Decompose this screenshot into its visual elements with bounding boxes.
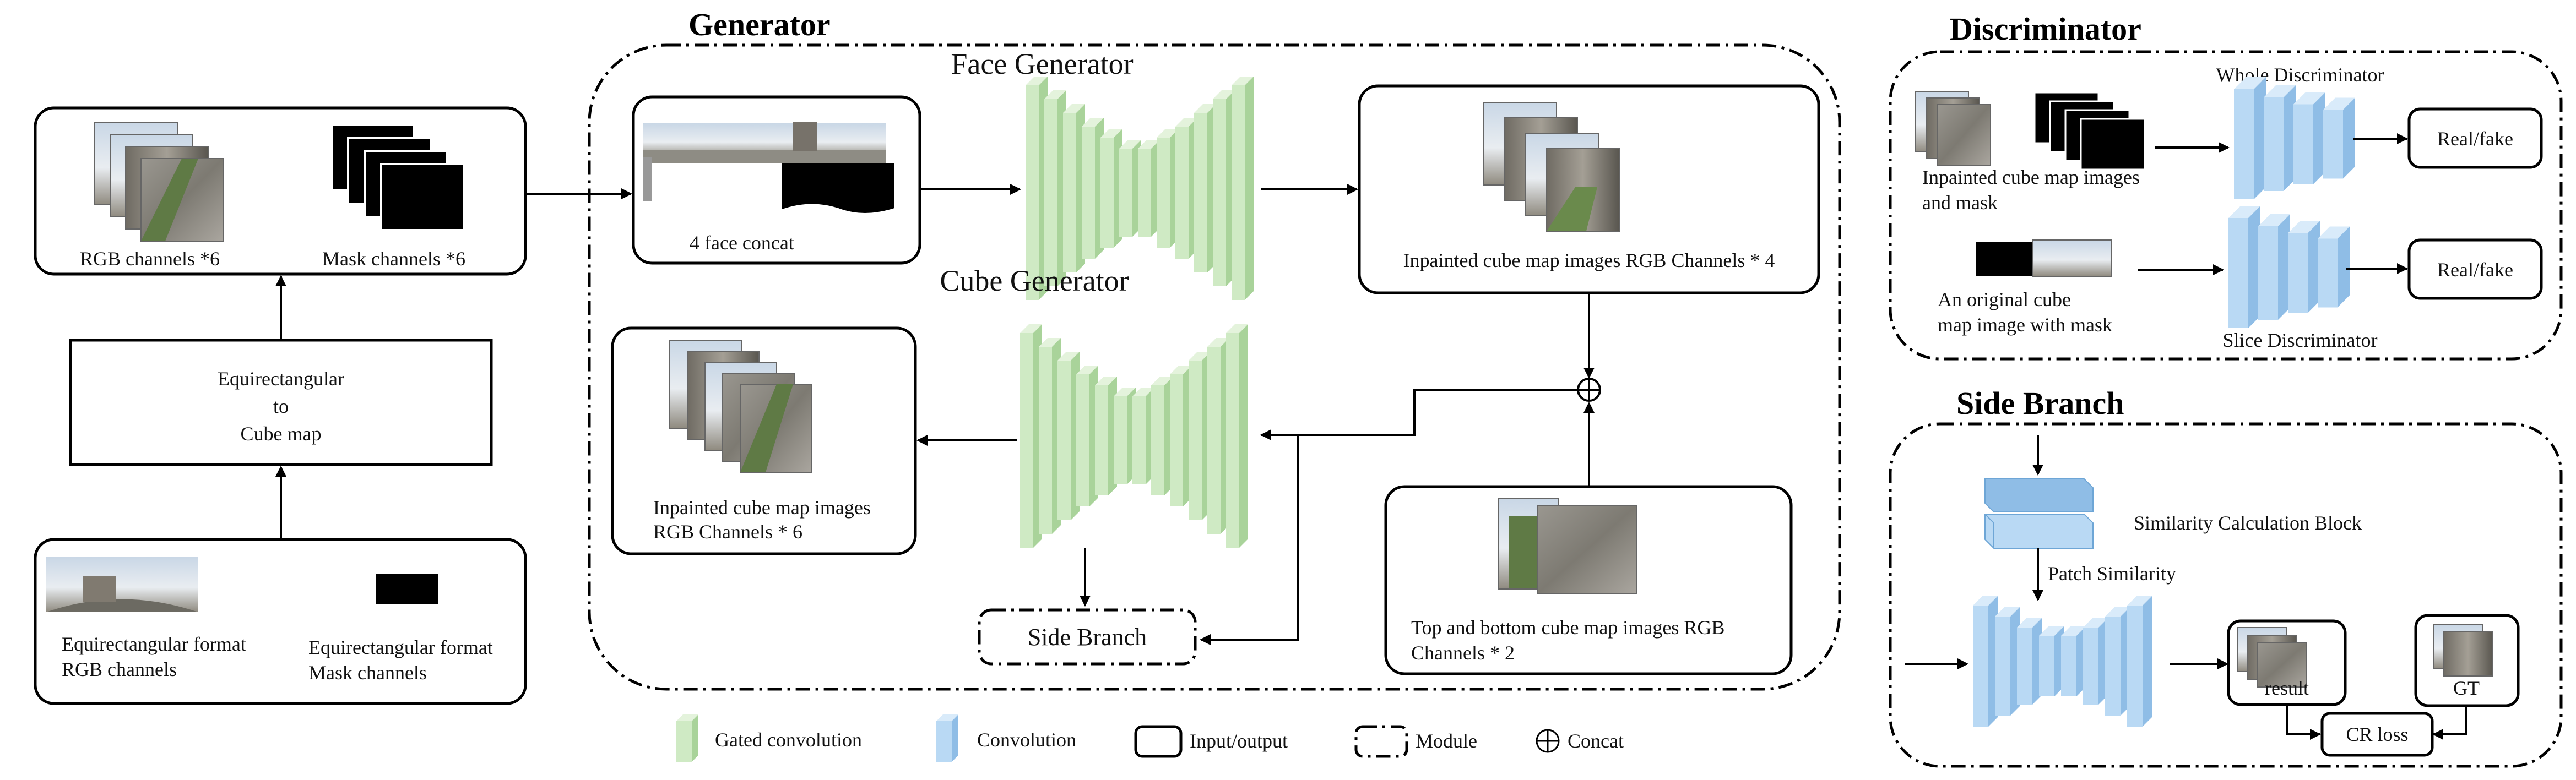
- legend: Gated convolution Convolution Input/outp…: [676, 714, 1624, 762]
- discriminator-section-title: Discriminator: [1950, 11, 2141, 47]
- convert-line-2: to: [273, 395, 289, 417]
- equirect-mask-label-2: Mask channels: [308, 662, 427, 684]
- cube-output-image: [669, 340, 812, 473]
- face-gen-net-layer: [1232, 77, 1254, 300]
- discriminator-module: [1889, 50, 2563, 361]
- equirect-mask-image: [376, 574, 438, 604]
- slice-input-label-2: map image with mask: [1938, 314, 2112, 336]
- face-concat-label: 4 face concat: [690, 232, 794, 254]
- cube-gen-net-layer: [1226, 324, 1248, 548]
- side-branch-module: [1889, 422, 2563, 768]
- legend-module-swatch: [1354, 725, 1408, 758]
- legend-conv-label: Convolution: [977, 729, 1076, 751]
- topbottom-label-1: Top and bottom cube map images RGB: [1411, 617, 1724, 639]
- generator-module: [588, 43, 1841, 691]
- face-output-image: [1483, 102, 1620, 232]
- side-branch-network: [1973, 596, 2152, 727]
- whole-realfake-box: [2407, 107, 2543, 169]
- arrow-concat-to-cube-gen: [1260, 389, 1578, 440]
- whole-disc-net-layer: [2323, 97, 2355, 179]
- mask-stack-image: [330, 123, 465, 231]
- slice-realfake-box: [2407, 238, 2543, 300]
- face-generator-title: Face Generator: [951, 47, 1133, 80]
- whole-disc-net-layer: [2293, 92, 2325, 184]
- side-branch-module-label: Side Branch: [1028, 624, 1147, 651]
- whole-disc-net-layer: [2264, 85, 2296, 191]
- convert-line-1: Equirectangular: [218, 368, 344, 390]
- side-net-layer: [1973, 596, 1998, 727]
- side-net-layer: [2105, 607, 2130, 716]
- face-concat-image: [643, 122, 894, 213]
- cube-gen-net-layer: [1170, 366, 1192, 506]
- side-net-layer: [2127, 596, 2152, 727]
- mask-channels-label: Mask channels *6: [322, 248, 465, 270]
- slice-input-image: [1976, 239, 2112, 277]
- side-net-layer: [2017, 618, 2042, 705]
- whole-input-images: [1915, 91, 2146, 171]
- slice-disc-net-layer: [2318, 226, 2350, 308]
- legend-conv-swatch: [936, 714, 958, 762]
- whole-input-label-1: Inpainted cube map images: [1922, 166, 2140, 188]
- result-label: result: [2265, 677, 2309, 699]
- side-net-layer: [2039, 626, 2064, 696]
- side-net-layer: [2061, 626, 2086, 696]
- cube-output-label-1: Inpainted cube map images: [653, 497, 871, 519]
- similarity-block-icon: [1984, 478, 2094, 549]
- cube-gen-net-layer: [1151, 377, 1173, 495]
- face-generator-network: [1026, 77, 1254, 300]
- topbottom-image: [1498, 498, 1637, 594]
- arrow-to-side-branch-right: [1200, 435, 1299, 645]
- similarity-block-label: Similarity Calculation Block: [2134, 512, 2362, 534]
- legend-io-label: Input/output: [1190, 730, 1288, 752]
- cube-generator-title: Cube Generator: [940, 264, 1129, 297]
- rgb-stack-image: [94, 122, 224, 242]
- side-branch-module-box[interactable]: [978, 608, 1197, 666]
- result-image: [2237, 627, 2307, 688]
- side-branch-section-title: Side Branch: [1956, 385, 2124, 421]
- legend-module-label: Module: [1416, 730, 1477, 752]
- slice-input-label-1: An original cube: [1938, 288, 2071, 310]
- arrow-gt-to-loss: [2432, 706, 2467, 740]
- slice-disc-net-layer: [2258, 214, 2290, 320]
- gt-image: [2433, 624, 2493, 677]
- equirect-rgb-label-1: Equirectangular format: [62, 633, 246, 655]
- whole-input-label-2: and mask: [1922, 192, 1998, 214]
- equirect-rgb-label-2: RGB channels: [62, 658, 177, 680]
- cube-output-label-2: RGB Channels * 6: [653, 521, 802, 543]
- whole-realfake-label: Real/fake: [2437, 128, 2513, 150]
- slice-discriminator-network: [2228, 206, 2350, 328]
- face-output-label: Inpainted cube map images RGB Channels *…: [1403, 249, 1775, 271]
- arrow-result-to-loss: [2286, 706, 2321, 740]
- concat-symbol: [1577, 378, 1601, 402]
- cr-loss-box: [2320, 712, 2434, 757]
- whole-disc-net-layer: [2234, 77, 2266, 199]
- face-gen-net-layer: [1026, 77, 1048, 300]
- topbottom-label-2: Channels * 2: [1411, 642, 1515, 664]
- legend-gated-conv-label: Gated convolution: [715, 729, 862, 751]
- legend-concat-swatch: [1536, 729, 1560, 753]
- patch-similarity-label: Patch Similarity: [2048, 563, 2176, 585]
- legend-concat-label: Concat: [1568, 730, 1624, 752]
- slice-discriminator-title: Slice Discriminator: [2223, 329, 2378, 351]
- cube-gen-net-layer: [1132, 388, 1154, 484]
- equirect-panorama-image: [46, 557, 198, 612]
- cube-generator-network: [1020, 324, 1248, 548]
- legend-gated-conv-swatch: [676, 714, 698, 762]
- convert-line-3: Cube map: [241, 423, 322, 445]
- legend-io-swatch: [1134, 725, 1183, 758]
- side-net-layer: [1995, 607, 2020, 716]
- slice-disc-net-layer: [2288, 221, 2320, 313]
- cr-loss-label: CR loss: [2346, 723, 2408, 745]
- side-net-layer: [2083, 618, 2108, 705]
- gt-label: GT: [2453, 677, 2480, 699]
- whole-discriminator-network: [2234, 77, 2355, 199]
- slice-realfake-label: Real/fake: [2437, 259, 2513, 281]
- slice-disc-net-layer: [2228, 206, 2260, 328]
- rgb-channels-label: RGB channels *6: [80, 248, 220, 270]
- equirect-mask-label-1: Equirectangular format: [308, 636, 493, 658]
- generator-section-title: Generator: [688, 7, 831, 42]
